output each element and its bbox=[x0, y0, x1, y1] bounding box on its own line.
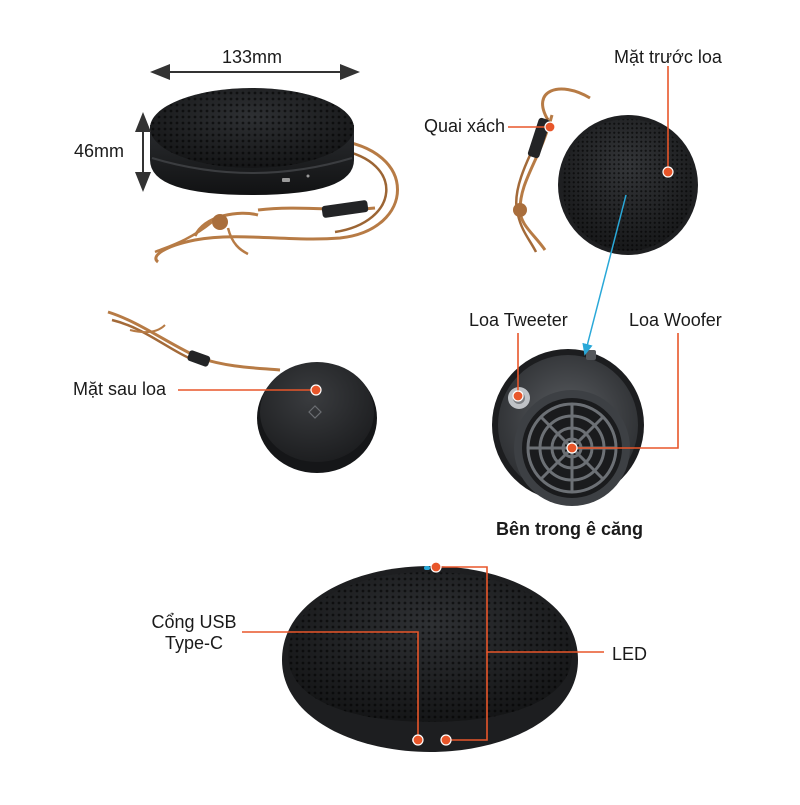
bottom-view-speaker bbox=[282, 566, 578, 752]
side-view-speaker bbox=[150, 88, 399, 264]
height-dimension-label: 46mm bbox=[74, 141, 125, 161]
callout-usb bbox=[242, 631, 419, 740]
callout-led bbox=[436, 566, 604, 653]
usb-port-label-line2: Type-C bbox=[164, 632, 224, 653]
usb-port-label: Cổng USB Type-C bbox=[144, 612, 244, 653]
callout-led-2 bbox=[446, 652, 488, 741]
callout-lines bbox=[178, 66, 679, 741]
front-view-speaker bbox=[513, 87, 698, 255]
inside-view-speaker bbox=[492, 349, 644, 506]
strap-label: Quai xách bbox=[424, 116, 506, 136]
width-dimension-label: 133mm bbox=[222, 47, 283, 67]
woofer-label: Loa Woofer bbox=[629, 310, 722, 330]
back-face-label: Mặt sau loa bbox=[73, 379, 167, 399]
tweeter-label: Loa Tweeter bbox=[469, 310, 568, 330]
led-label: LED bbox=[612, 644, 648, 664]
inside-link-arrow bbox=[582, 194, 627, 356]
callout-woofer bbox=[572, 333, 679, 449]
usb-port-label-line1: Cổng USB bbox=[151, 612, 237, 632]
callout-dots bbox=[310, 121, 674, 746]
front-face-label: Mặt trước loa bbox=[614, 47, 722, 67]
inside-caption: Bên trong ê căng bbox=[496, 519, 644, 539]
